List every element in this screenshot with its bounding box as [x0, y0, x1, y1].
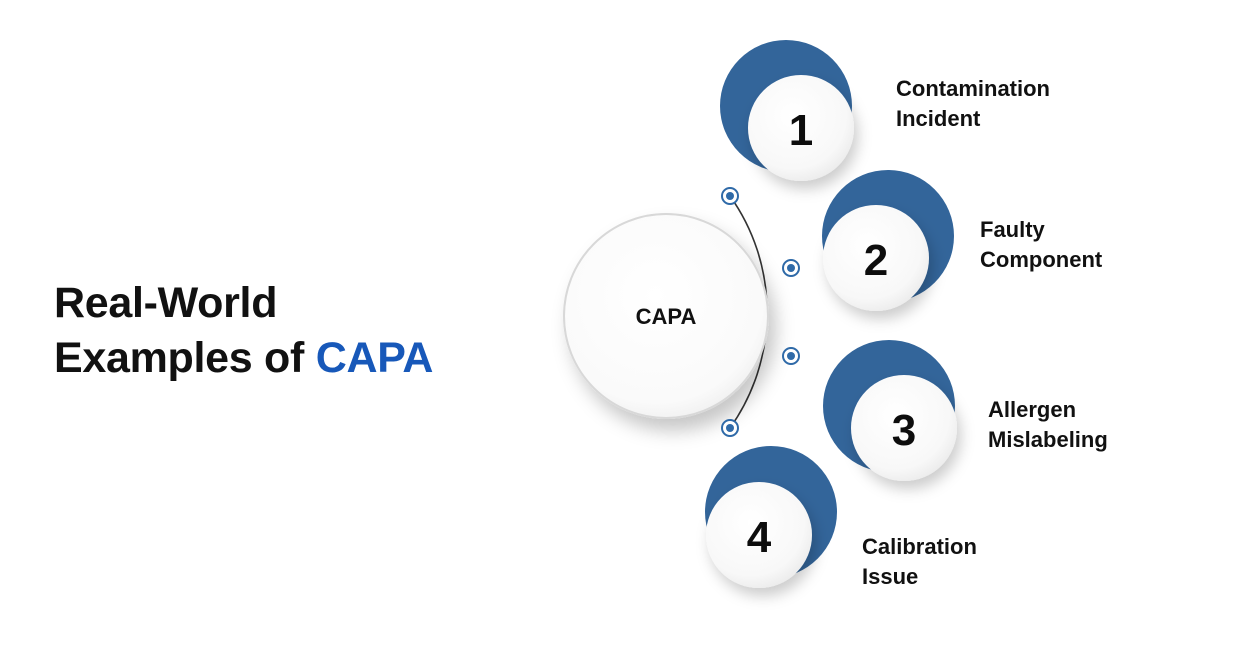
- step-4-label: Calibration Issue: [862, 534, 977, 589]
- step-2-label: Faulty Component: [980, 217, 1103, 272]
- connector-dots: [721, 187, 800, 437]
- connector-dot: [721, 187, 739, 205]
- step-3-label: Allergen Mislabeling: [988, 397, 1108, 452]
- diagram-title: Real-World Examples of CAPA: [54, 276, 433, 386]
- step-2-number: 2: [864, 236, 888, 285]
- step-3-white-circle: [851, 375, 957, 481]
- step-1-number: 1: [789, 106, 813, 155]
- title-line-1: Real-World: [54, 279, 278, 327]
- title-line-2-prefix: Examples of: [54, 334, 305, 382]
- connector-dot: [782, 259, 800, 277]
- step-2-white-circle: [823, 205, 929, 311]
- step-node-3: 3: [823, 340, 957, 481]
- step-node-4: 4: [705, 446, 837, 588]
- step-4-number: 4: [747, 513, 772, 562]
- center-node: CAPA: [563, 213, 769, 419]
- step-node-1: 1: [720, 40, 854, 181]
- step-4-white-circle: [706, 482, 812, 588]
- center-label: CAPA: [636, 304, 697, 329]
- title-accent: CAPA: [315, 334, 434, 382]
- step-1-label: Contamination Incident: [896, 76, 1050, 131]
- connector-dot: [721, 419, 739, 437]
- step-1-white-circle: [748, 75, 854, 181]
- connector-dot: [782, 347, 800, 365]
- step-3-number: 3: [892, 406, 916, 455]
- center-circle: [563, 213, 769, 419]
- step-node-2: 2: [822, 170, 954, 311]
